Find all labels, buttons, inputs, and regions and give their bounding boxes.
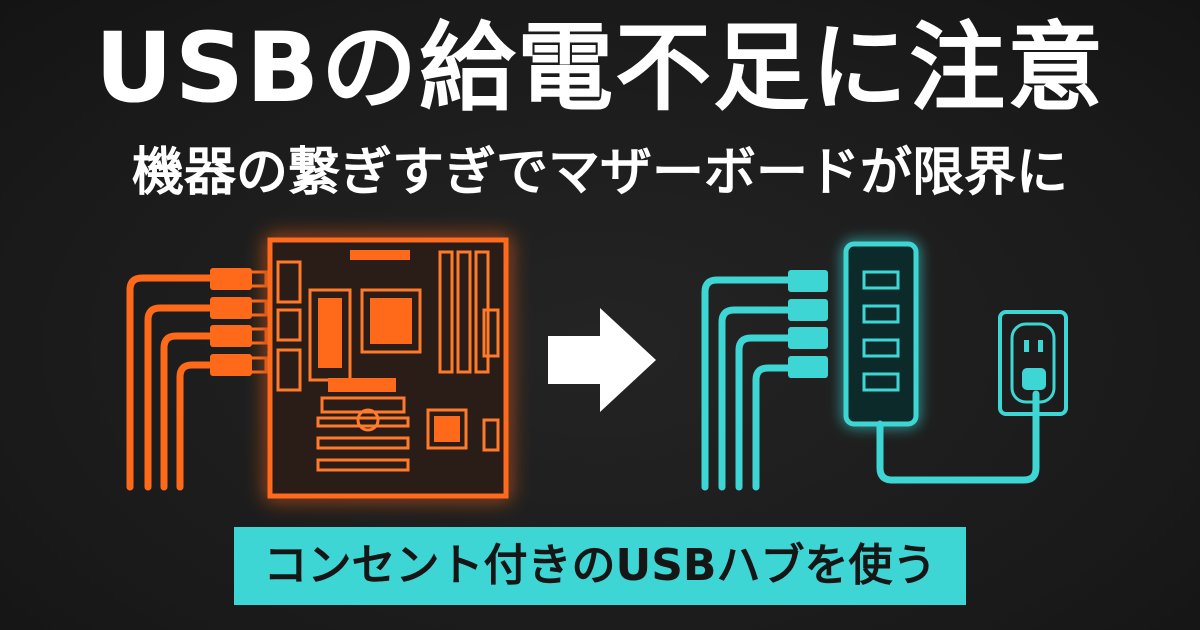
arrow-right-icon bbox=[548, 308, 656, 412]
hub-power-cable bbox=[876, 390, 1040, 484]
power-outlet-icon bbox=[998, 310, 1068, 416]
connected-cables-icon bbox=[701, 276, 794, 491]
usb-plug-icon bbox=[210, 268, 252, 376]
motherboard-icon bbox=[267, 237, 509, 499]
subheadline: 機器の繋ぎすぎでマザーボードが限界に bbox=[131, 143, 1068, 203]
usb-hub-icon bbox=[843, 241, 919, 427]
caption-text: コンセント付きのUSBハブを使う bbox=[263, 540, 937, 591]
caption-banner: コンセント付きのUSBハブを使う bbox=[234, 527, 966, 605]
overloaded-cables-icon bbox=[126, 274, 216, 491]
headline: USBの給電不足に注意 bbox=[94, 12, 1106, 124]
